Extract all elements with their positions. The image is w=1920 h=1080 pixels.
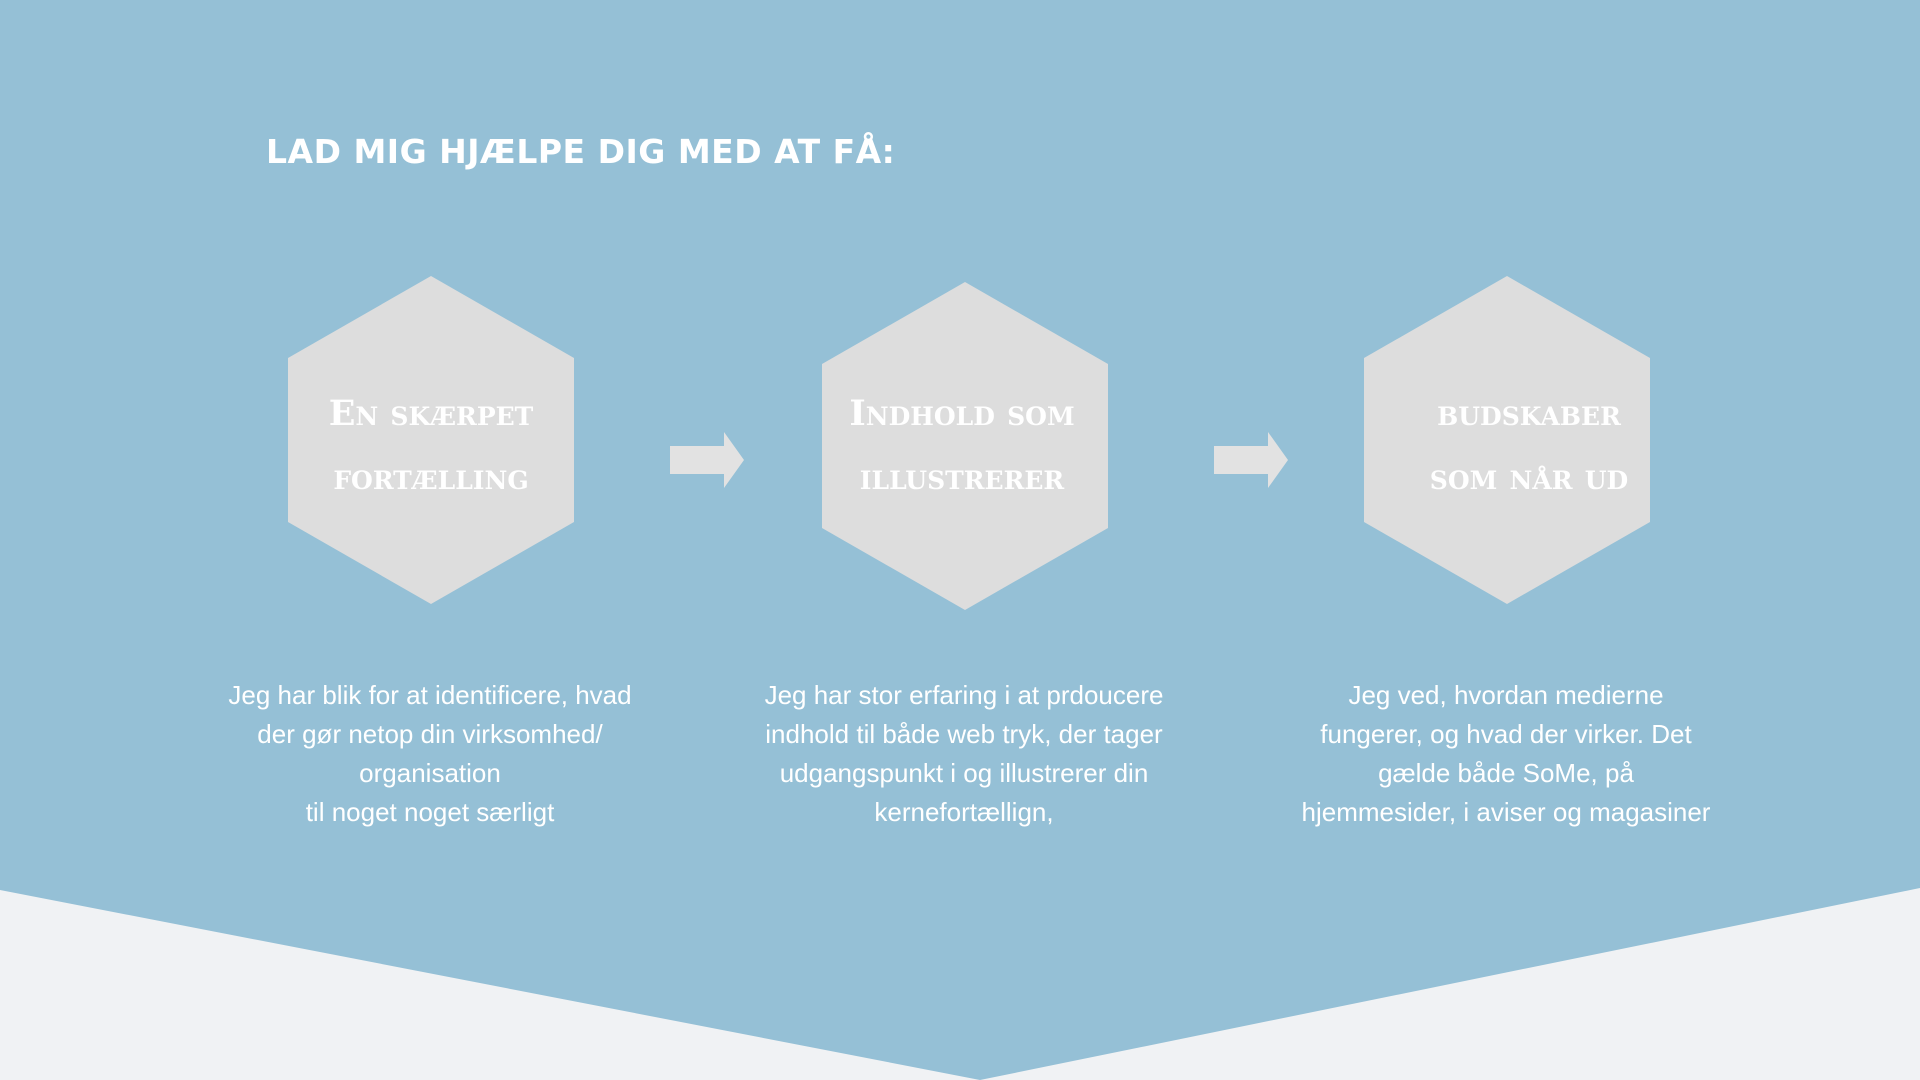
hexagon-shape-icon	[822, 282, 1108, 610]
right-arrow-icon	[670, 432, 744, 488]
step-description-2: Jeg har stor erfaring i at prdoucere ind…	[764, 680, 1164, 827]
step-hexagon-3: budskaber som når ud	[1364, 276, 1650, 606]
step-description-1: Jeg har blik for at identificere, hvad d…	[228, 680, 632, 827]
step-description-3: Jeg ved, hvordan medierne fungerer, og h…	[1301, 680, 1711, 827]
page-heading: LAD MIG HJÆLPE DIG MED AT FÅ:	[266, 132, 896, 171]
hexagon-shape-icon	[1364, 276, 1650, 604]
right-arrow-icon	[1214, 432, 1288, 488]
step-hexagon-1: En skærpet fortælling	[288, 276, 574, 606]
step-title-2: Indhold som illustrerer	[849, 393, 1075, 498]
step-title-3: budskaber som når ud	[1429, 393, 1629, 498]
step-title-1: En skærpet fortælling	[328, 393, 534, 498]
hexagon-shape-icon	[288, 276, 574, 604]
step-hexagon-2: Indhold som illustrerer	[822, 282, 1108, 612]
